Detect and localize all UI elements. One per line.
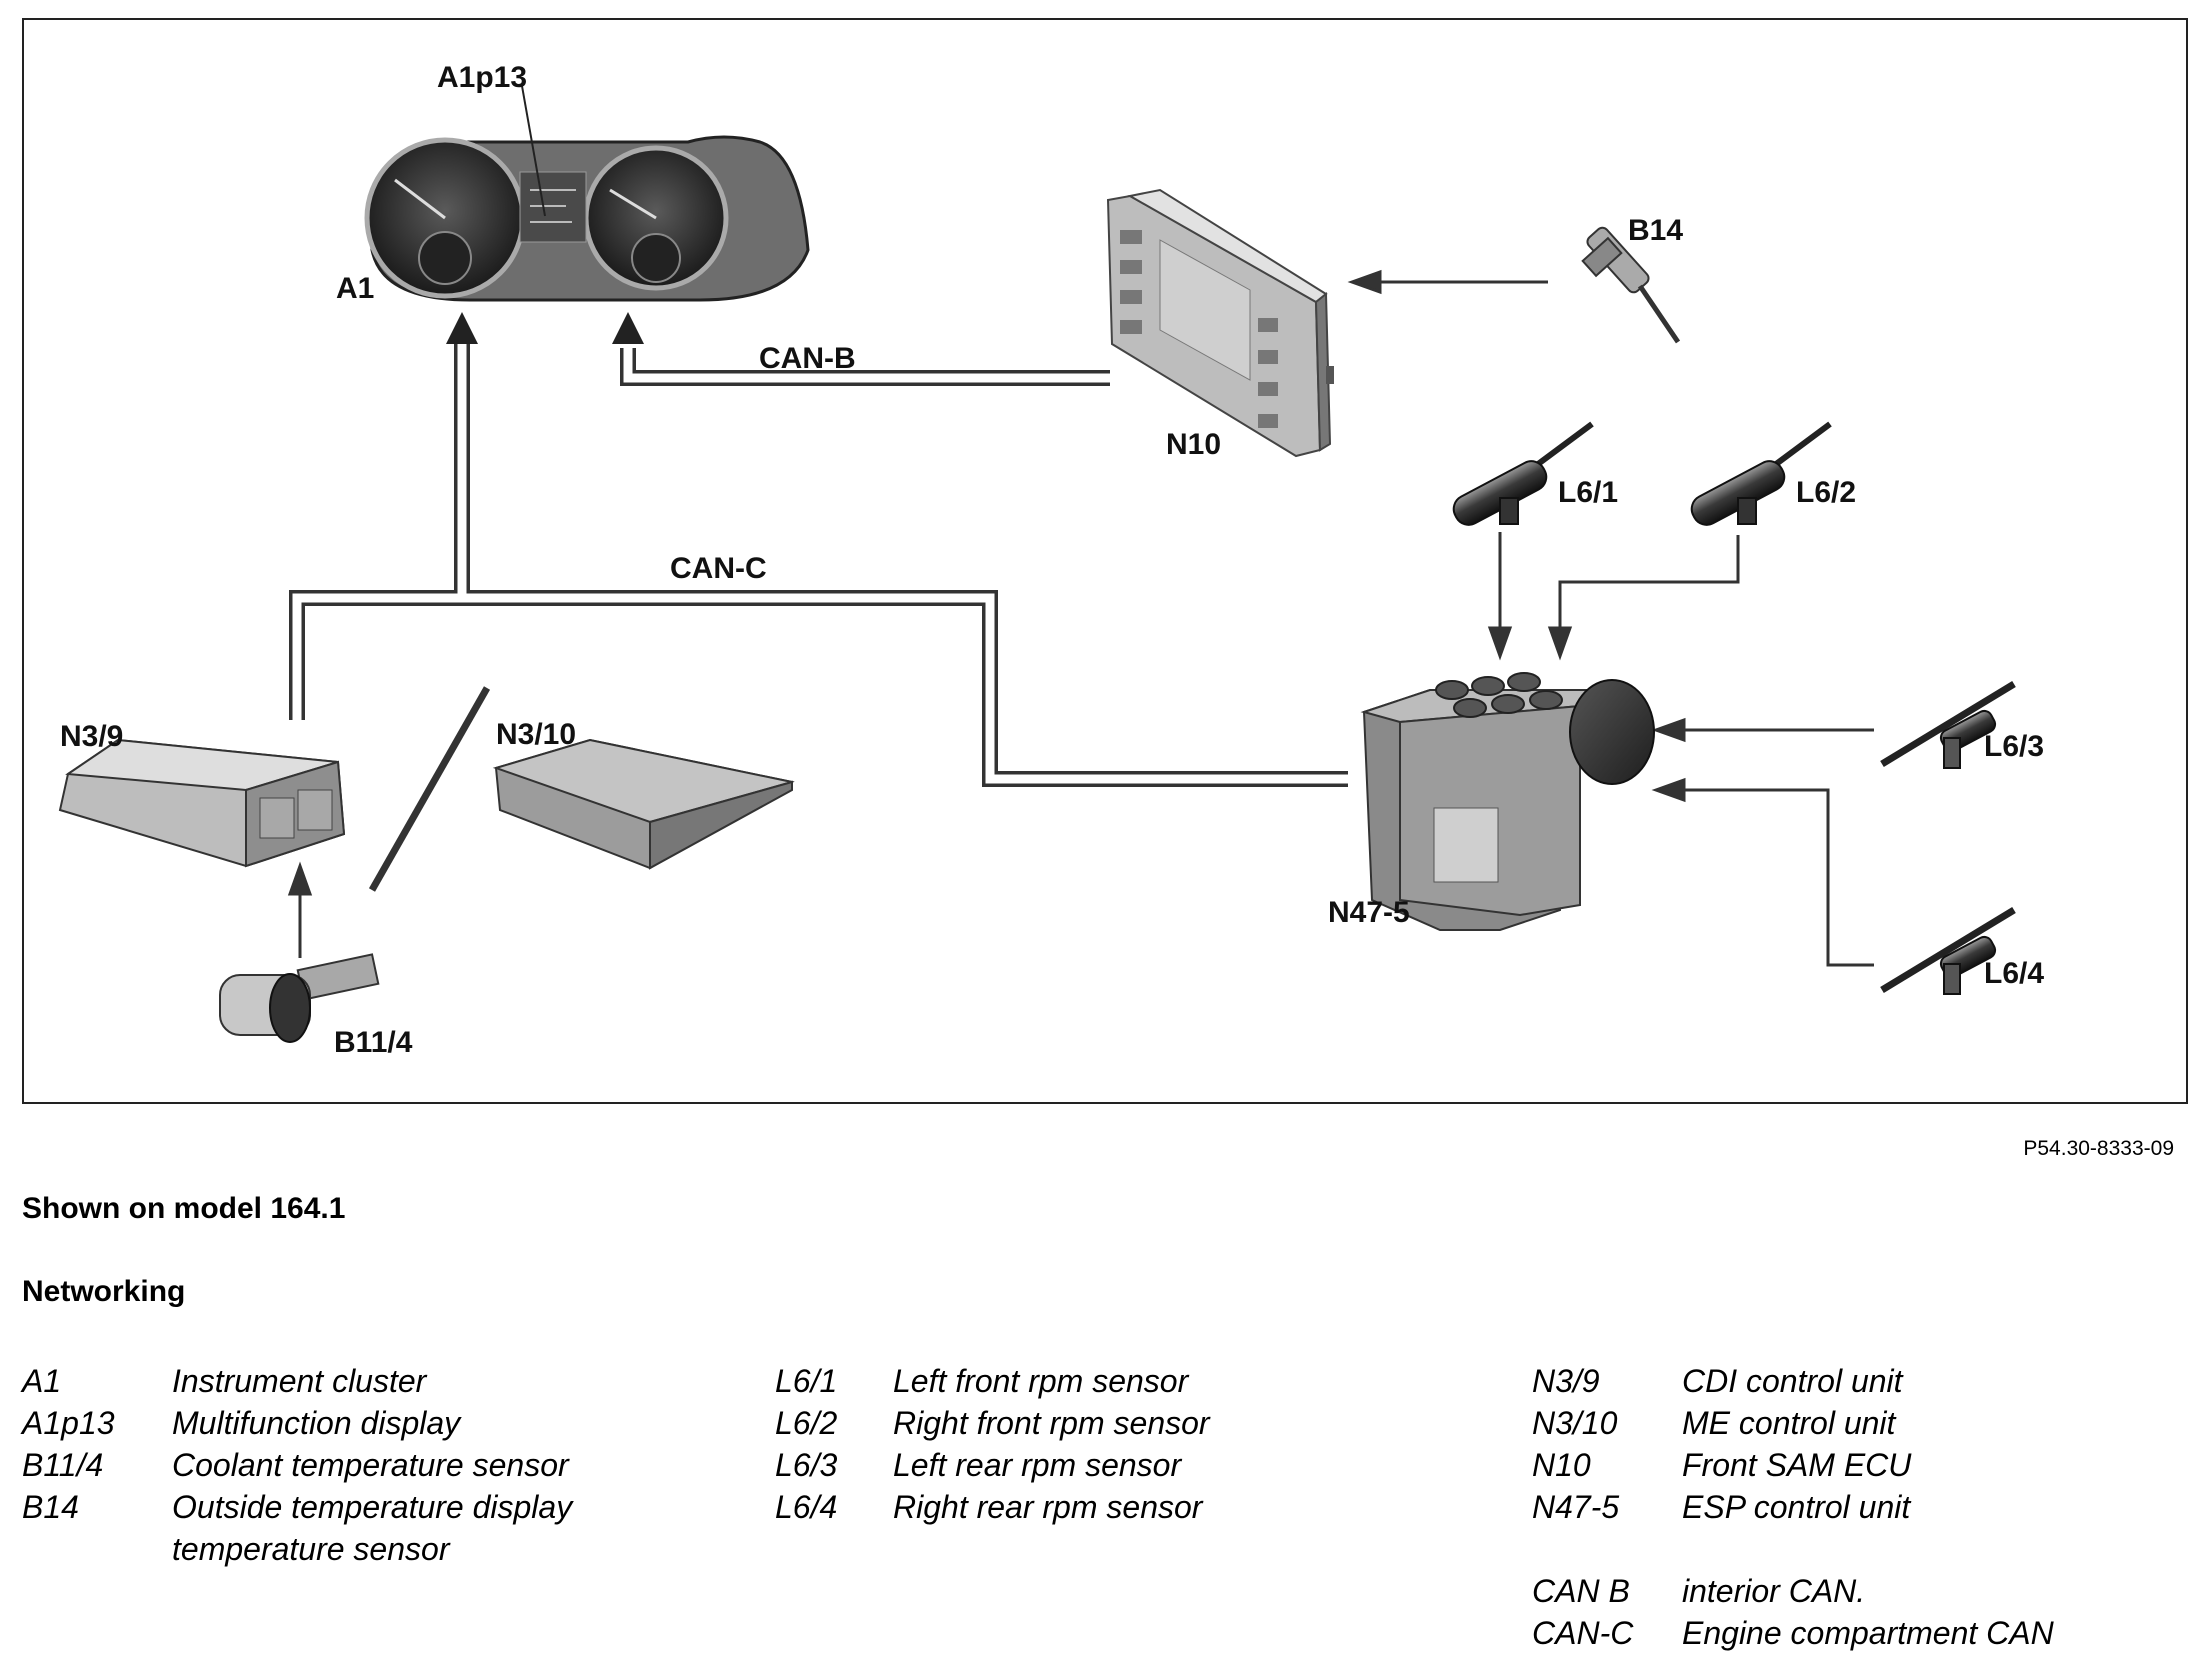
coolant-temp-sensor-b11-4 [219, 953, 380, 1043]
legend-desc: Multifunction display [172, 1405, 461, 1441]
legend-code: L6/1 [775, 1363, 838, 1399]
legend-column-3: N3/9 CDI control unit N3/10 ME control u… [1532, 1360, 2182, 1654]
legend-row: L6/4 Right rear rpm sensor [775, 1486, 1393, 1528]
legend-desc: ESP control unit [1682, 1489, 1911, 1525]
legend-code: N3/9 [1532, 1363, 1600, 1399]
legend-desc: Right rear rpm sensor [893, 1489, 1203, 1525]
legend-code: CAN B [1532, 1573, 1630, 1609]
legend-row: B11/4 Coolant temperature sensor [22, 1444, 732, 1486]
legend-row: B14 Outside temperature display temperat… [22, 1486, 732, 1570]
can-c-arrowhead [446, 312, 478, 344]
diagram-frame [22, 18, 2188, 1104]
legend-desc: Left front rpm sensor [893, 1363, 1189, 1399]
label-l6-2: L6/2 [1796, 476, 1856, 509]
legend-desc: Coolant temperature sensor [172, 1447, 569, 1483]
rpm-sensor-l6-2 [1690, 421, 1832, 526]
outside-temp-sensor-b14 [1581, 226, 1681, 344]
can-c-bus-line [289, 338, 1348, 787]
legend-row: N10 Front SAM ECU [1532, 1444, 2182, 1486]
label-l6-1: L6/1 [1558, 476, 1618, 509]
legend-column-1: A1 Instrument cluster A1p13 Multifunctio… [22, 1360, 732, 1570]
legend-code: L6/4 [775, 1489, 838, 1525]
legend-row: L6/2 Right front rpm sensor [775, 1402, 1393, 1444]
label-a1: A1 [336, 272, 374, 305]
esp-control-unit-n47-5 [1360, 672, 1655, 931]
legend-spacer [1532, 1528, 2182, 1570]
legend-desc: ME control unit [1682, 1405, 1896, 1441]
legend-code: N3/10 [1532, 1405, 1618, 1441]
legend-desc: Front SAM ECU [1682, 1447, 1912, 1483]
figure-reference: P54.30-8333-09 [2023, 1137, 2174, 1160]
label-n10: N10 [1166, 428, 1221, 461]
legend-code: L6/2 [775, 1405, 838, 1441]
legend-row: A1p13 Multifunction display [22, 1402, 732, 1444]
legend-code: B11/4 [22, 1447, 104, 1483]
rpm-sensor-l6-3 [1880, 681, 2016, 769]
legend-code: B14 [22, 1489, 79, 1525]
networking-diagram: A1p13 A1 CAN-B N10 B14 L6/1 L6/2 CAN-C L… [58, 61, 2044, 1059]
legend-row: CAN-C Engine compartment CAN [1532, 1612, 2182, 1654]
legend-row: N47-5 ESP control unit [1532, 1486, 2182, 1528]
label-l6-3: L6/3 [1984, 730, 2044, 763]
me-control-unit-n3-10 [492, 738, 795, 870]
legend-row: N3/9 CDI control unit [1532, 1360, 2182, 1402]
label-can-c: CAN-C [670, 552, 767, 585]
label-a1p13: A1p13 [437, 61, 527, 94]
model-note: Shown on model 164.1 [22, 1192, 346, 1225]
legend-desc: Left rear rpm sensor [893, 1447, 1182, 1483]
legend-desc: Engine compartment CAN [1682, 1615, 2054, 1651]
signal-arrows [287, 269, 1874, 967]
can-b-arrowhead [612, 312, 644, 344]
legend-code: N47-5 [1532, 1489, 1620, 1525]
legend-row: A1 Instrument cluster [22, 1360, 732, 1402]
label-can-b: CAN-B [759, 342, 856, 375]
section-title: Networking [22, 1275, 186, 1308]
a1p13-leader-line [521, 85, 546, 217]
legend-desc: Instrument cluster [172, 1363, 427, 1399]
legend-desc: CDI control unit [1682, 1363, 1903, 1399]
legend-code: A1p13 [22, 1405, 115, 1441]
legend-row: L6/3 Left rear rpm sensor [775, 1444, 1393, 1486]
legend-desc: Right front rpm sensor [893, 1405, 1210, 1441]
instrument-cluster [364, 85, 810, 302]
or-divider-slash [368, 686, 491, 892]
label-b11-4: B11/4 [334, 1026, 413, 1059]
rpm-sensor-l6-4 [1880, 907, 2016, 995]
legend-column-2: L6/1 Left front rpm sensor L6/2 Right fr… [775, 1360, 1393, 1528]
label-n3-10: N3/10 [496, 718, 576, 751]
label-n3-9: N3/9 [60, 720, 123, 753]
legend-row: N3/10 ME control unit [1532, 1402, 2182, 1444]
label-l6-4: L6/4 [1984, 957, 2044, 990]
legend-code: L6/3 [775, 1447, 838, 1483]
legend-row: L6/1 Left front rpm sensor [775, 1360, 1393, 1402]
sam-module-n10 [1106, 188, 1334, 458]
cdi-control-unit-n3-9 [58, 738, 346, 868]
legend-row: CAN B interior CAN. [1532, 1570, 2182, 1612]
legend-code: N10 [1532, 1447, 1591, 1483]
legend-desc: interior CAN. [1682, 1573, 1866, 1609]
rpm-sensor-l6-1 [1452, 421, 1594, 526]
label-n47-5: N47-5 [1328, 896, 1410, 929]
label-b14: B14 [1628, 214, 1683, 247]
legend-desc: Outside temperature display temperature … [172, 1489, 573, 1567]
legend-code: CAN-C [1532, 1615, 1634, 1651]
legend-code: A1 [22, 1363, 62, 1399]
